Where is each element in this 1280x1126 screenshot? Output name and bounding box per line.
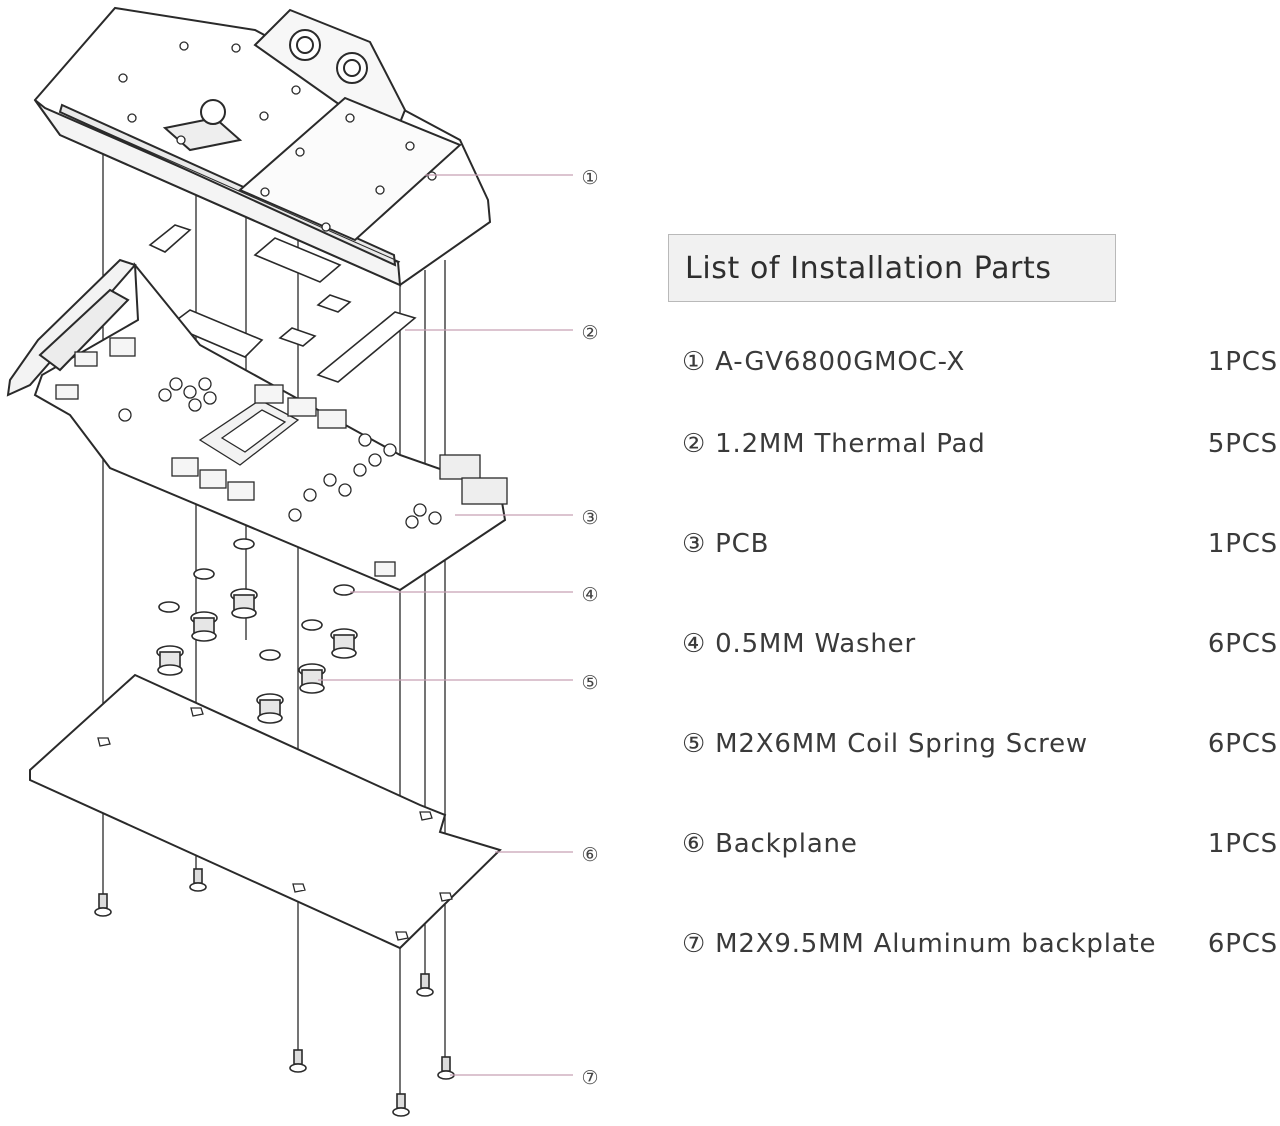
part-name: ② 1.2MM Thermal Pad <box>682 429 986 459</box>
part-quantity: 1PCS <box>1207 347 1278 377</box>
callout-6: ⑥ <box>581 844 598 866</box>
callout-1: ① <box>581 167 598 189</box>
callout-3: ③ <box>581 507 598 529</box>
pcb-components <box>55 337 508 577</box>
parts-list: ① A-GV6800GMOC-X 1PCS ② 1.2MM Thermal Pa… <box>682 330 1278 994</box>
backplate-screws <box>94 868 455 1117</box>
callout-2: ② <box>581 322 598 344</box>
parts-list-header: List of Installation Parts <box>668 234 1116 302</box>
part-name: ⑦ M2X9.5MM Aluminum backplate <box>682 929 1157 959</box>
coil-spring-screws <box>156 588 358 724</box>
part-name: ④ 0.5MM Washer <box>682 629 916 659</box>
part-quantity: 6PCS <box>1207 729 1278 759</box>
part-quantity: 1PCS <box>1207 529 1278 559</box>
parts-list-item: ⑤ M2X6MM Coil Spring Screw 6PCS <box>682 694 1278 794</box>
parts-list-title: List of Installation Parts <box>685 250 1052 286</box>
parts-list-item: ① A-GV6800GMOC-X 1PCS <box>682 330 1278 394</box>
part-quantity: 6PCS <box>1207 929 1278 959</box>
part-quantity: 1PCS <box>1207 829 1278 859</box>
part-quantity: 5PCS <box>1207 429 1278 459</box>
part-name: ① A-GV6800GMOC-X <box>682 347 966 377</box>
pcb <box>6 258 508 592</box>
thermal-pads <box>148 224 417 383</box>
parts-list-item: ④ 0.5MM Washer 6PCS <box>682 594 1278 694</box>
callout-leaders <box>318 174 573 1076</box>
parts-list-item: ② 1.2MM Thermal Pad 5PCS <box>682 394 1278 494</box>
exploded-diagram: ① ② ③ ④ ⑤ ⑥ ⑦ <box>6 6 599 1117</box>
parts-list-item: ③ PCB 1PCS <box>682 494 1278 594</box>
part-quantity: 6PCS <box>1207 629 1278 659</box>
backplane-standoffs <box>97 707 453 941</box>
callout-4: ④ <box>581 584 598 606</box>
callout-5: ⑤ <box>581 672 598 694</box>
water-block <box>33 6 492 287</box>
parts-list-item: ⑦ M2X9.5MM Aluminum backplate 6PCS <box>682 894 1278 994</box>
backplane <box>29 673 502 950</box>
parts-list-item: ⑥ Backplane 1PCS <box>682 794 1278 894</box>
part-name: ⑥ Backplane <box>682 829 858 859</box>
washers <box>158 538 355 661</box>
callouts: ① ② ③ ④ ⑤ ⑥ ⑦ <box>581 167 598 1089</box>
part-name: ③ PCB <box>682 529 770 559</box>
assembly-guide-lines <box>102 150 446 1115</box>
part-name: ⑤ M2X6MM Coil Spring Screw <box>682 729 1088 759</box>
water-block-screws <box>118 41 437 232</box>
callout-7: ⑦ <box>581 1067 598 1089</box>
